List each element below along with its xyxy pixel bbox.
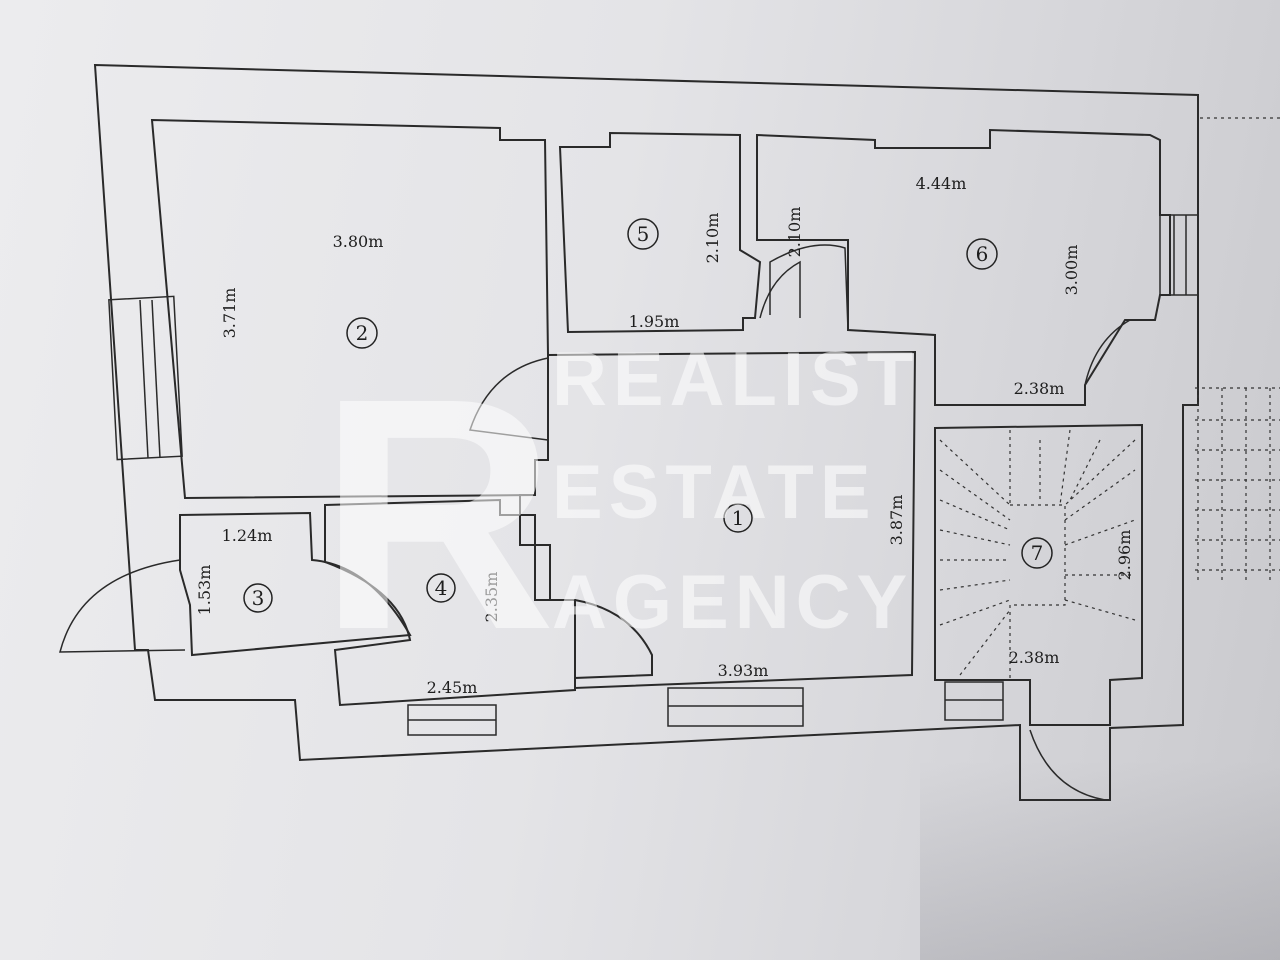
room-7-marker: 7 [1021,537,1053,569]
watermark: R REALIST ESTATE AGENCY [318,329,919,698]
room-1-length: 3.87m [887,495,906,546]
door-room-5 [759,260,801,319]
room-2-number: 2 [356,321,369,345]
door-room-6-a [769,244,849,331]
room-5-number: 5 [637,222,650,246]
outer-wall [93,63,1199,801]
window-room-6 [1159,214,1199,296]
staircase [939,429,1136,680]
room-6-bottom: 2.38m [1014,379,1065,398]
room-6-width: 4.44m [916,174,967,193]
watermark-line-1: REALIST [552,337,919,422]
room-5-wall [558,131,762,334]
window-room-7 [944,681,1004,721]
window-room-2 [108,295,183,461]
door-room-7 [1029,729,1106,801]
room-7-width: 2.38m [1009,648,1060,667]
room-5-length: 2.10m [703,213,722,264]
room-5-marker: 5 [627,218,659,250]
window-room-4 [407,704,497,736]
room-4-length: 2.35m [482,572,501,623]
room-3-marker: 3 [243,583,273,613]
room-6-side: 2.10m [785,207,804,258]
door-room-1 [468,357,549,441]
watermark-line-3: AGENCY [552,560,913,645]
room-6-marker: 6 [966,238,998,270]
room-2-width: 3.80m [333,232,384,251]
room-4-width: 2.45m [427,678,478,697]
window-room-1 [667,687,804,727]
room-4-number: 4 [435,576,448,600]
room-6-length: 3.00m [1062,245,1081,296]
entrance-door [59,559,186,653]
room-1-width: 3.93m [718,661,769,680]
room-5-width: 1.95m [629,312,680,331]
door-room-6-b [1084,319,1131,386]
exterior-steps [1195,387,1280,580]
room-2-marker: 2 [346,317,378,349]
room-3-number: 3 [252,586,265,610]
room-3-length: 1.53m [195,565,214,616]
room-7-number: 7 [1031,541,1044,565]
watermark-logo: R [318,329,562,698]
room-1-number: 1 [732,506,745,530]
watermark-line-2: ESTATE [552,450,877,535]
room-3-width: 1.24m [222,526,273,545]
room-6-number: 6 [976,242,989,266]
room-1-wall [519,350,917,690]
room-7-length: 2.96m [1115,530,1134,581]
room-7-wall [934,423,1143,726]
room-1-marker: 1 [723,503,753,533]
room-3-wall [179,511,412,657]
room-2-length: 3.71m [220,288,239,339]
room-4-marker: 4 [426,573,456,603]
